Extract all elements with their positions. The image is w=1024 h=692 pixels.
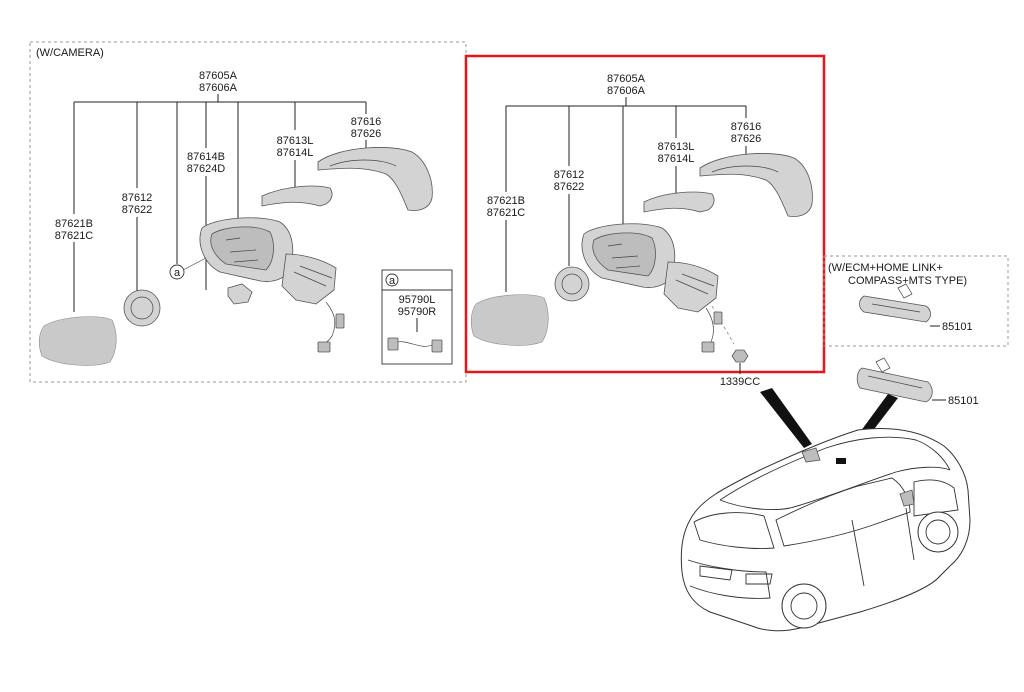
center-mirror-bracket[interactable] [643,191,715,213]
vehicle-front-wheel [917,511,959,553]
left-actuator-label-2[interactable]: 87622 [122,204,153,216]
vehicle-body [680,428,971,632]
left-callout-marker: a [174,267,181,279]
left-actuator-label-1[interactable]: 87612 [122,192,153,204]
center-top-label-1[interactable]: 87605A [607,73,646,85]
option-mirror-label[interactable]: 85101 [942,321,973,333]
center-fastener-nut[interactable] [731,349,749,363]
vehicle-mirror-location[interactable] [801,447,821,463]
center-panel: 87605A 87606A 87616 87626 87613L 87614L … [464,54,826,374]
vehicle-rear-wheel [781,583,827,629]
right-panel: (W/ECM+HOME LINK+ COMPASS+MTS TYPE) 8510… [823,255,1009,407]
left-glass-label-1[interactable]: 87621B [55,218,93,230]
inset-box: a 95790L 95790R [381,269,453,365]
fastener-label[interactable]: 1339CC [720,376,760,388]
left-mirror-bracket[interactable] [261,185,333,207]
center-wire-harness [705,307,714,345]
option-title-2: COMPASS+MTS TYPE) [848,275,967,287]
left-top-label-1[interactable]: 87605A [199,70,238,82]
pointer-to-side-mirror [760,388,812,448]
inset-label-1[interactable]: 95790L [399,294,436,306]
center-mirror-actuator[interactable] [554,266,590,302]
center-bracket-label-2[interactable]: 87614L [658,153,695,165]
center-top-label-2[interactable]: 87606A [607,85,646,97]
center-mirror-cover[interactable] [699,153,813,217]
left-mirror-actuator[interactable] [123,289,161,327]
center-actuator-label-2[interactable]: 87622 [554,181,585,193]
left-wire-harness [321,301,336,347]
left-mirror-glass[interactable] [38,316,117,366]
left-cover-label-1[interactable]: 87616 [351,116,382,128]
left-mirror-cover[interactable] [317,147,433,211]
center-mirror-glass[interactable] [470,294,549,346]
left-bracket-label-2[interactable]: 87614L [277,147,314,159]
left-panel-title: (W/CAMERA) [36,47,104,59]
center-cover-label-2[interactable]: 87626 [731,133,762,145]
left-panel: (W/CAMERA) 87605A 87606A 87616 87626 876… [29,41,467,383]
center-bracket-label-1[interactable]: 87613L [658,141,695,153]
left-mirror-base[interactable] [281,253,337,305]
vehicle-illustration [680,388,971,632]
center-glass-label-1[interactable]: 87621B [487,195,525,207]
option-panel-border [823,255,1009,347]
center-actuator-label-1[interactable]: 87612 [554,169,585,181]
left-cover-label-2[interactable]: 87626 [351,128,382,140]
center-mirror-base[interactable] [663,261,719,313]
center-glass-label-2[interactable]: 87621C [487,207,526,219]
vehicle-side-mirror[interactable] [899,489,915,507]
left-lamp-label-1[interactable]: 87614B [187,151,225,163]
option-inside-mirror[interactable] [859,295,931,323]
center-cover-label-1[interactable]: 87616 [731,121,762,133]
left-glass-label-2[interactable]: 87621C [55,230,94,242]
inset-marker: a [389,275,396,287]
standard-mirror-label[interactable]: 85101 [948,395,979,407]
left-lamp-label-2[interactable]: 87624D [187,163,226,175]
standard-inside-mirror[interactable] [856,367,933,403]
center-highlight-box [464,54,826,374]
option-title-1: (W/ECM+HOME LINK+ [828,262,943,274]
left-bracket-label-1[interactable]: 87613L [277,135,314,147]
inset-label-2[interactable]: 95790R [398,306,437,318]
left-top-label-2[interactable]: 87606A [199,82,238,94]
left-camera-lamp[interactable] [227,283,253,305]
vehicle-inside-mirror-location[interactable] [836,458,846,464]
